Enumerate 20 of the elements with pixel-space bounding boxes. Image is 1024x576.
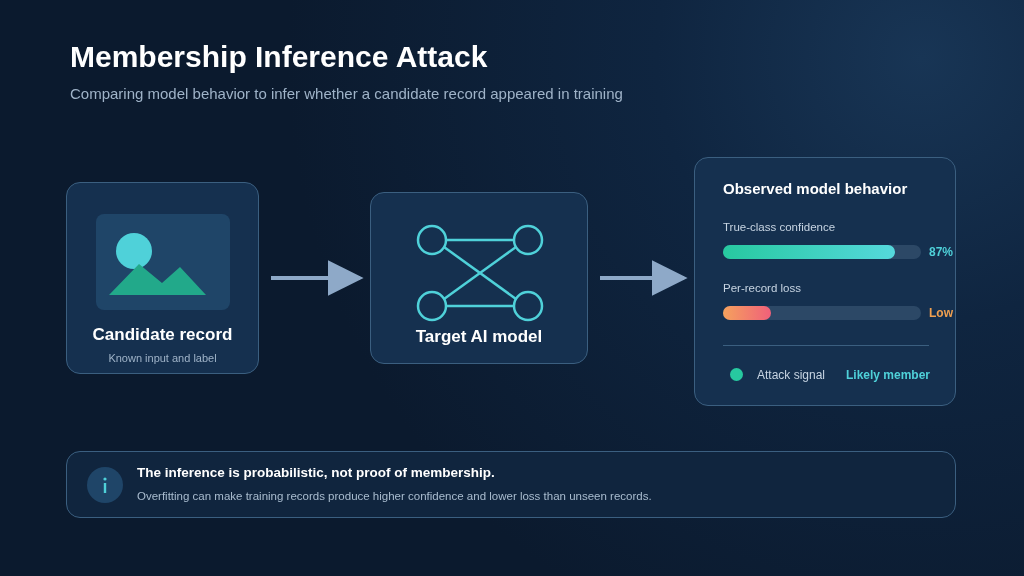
card-title: Candidate record [91, 325, 234, 345]
note-heading: The inference is probabilistic, not proof of membership. [137, 465, 495, 480]
metric-label: True-class confidence [723, 221, 836, 233]
note-panel [66, 451, 956, 518]
metric-label: Per-record loss [723, 282, 801, 294]
status-value: Likely member [846, 368, 931, 382]
arrow [600, 260, 688, 296]
title: Membership Inference Attack [70, 40, 488, 74]
metric-value: 87% [929, 245, 954, 259]
card-title: Observed model behavior [723, 180, 908, 197]
card-subtitle: Known input and label [107, 352, 218, 364]
status-label: Attack signal [757, 368, 826, 382]
input-card [66, 182, 259, 374]
results-card [694, 157, 956, 406]
model-card [370, 192, 588, 364]
card-title: Target AI model [414, 327, 544, 347]
note-text: Overfitting can make training records produce higher confidence and lower loss than unseen records. [137, 490, 652, 502]
metric-value: Low [929, 306, 953, 320]
subtitle: Comparing model behavior to infer whether a candidate record appeared in training [70, 85, 623, 102]
arrow [271, 260, 364, 296]
